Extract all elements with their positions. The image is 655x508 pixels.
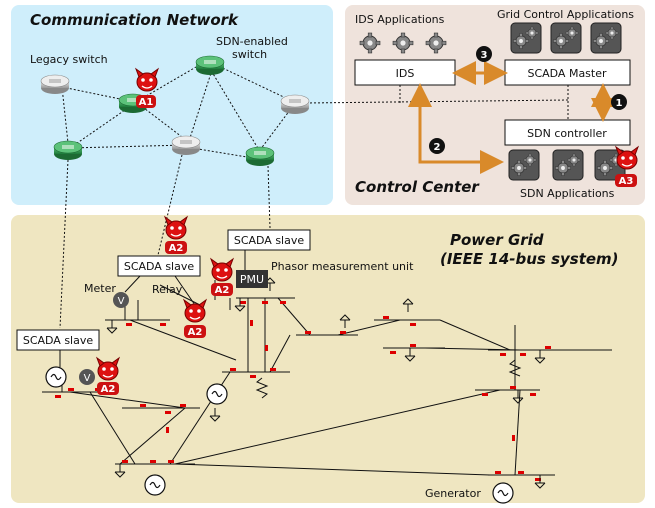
step-1-marker: 1 [611, 94, 627, 110]
generator-3-icon [144, 474, 166, 496]
svg-text:2: 2 [434, 142, 441, 153]
grid-app-2-icon [551, 23, 581, 53]
attacker-a3-label: A3 [619, 176, 634, 187]
scada-slave-box-top [227, 229, 311, 251]
legacy-switch-1 [40, 74, 70, 95]
attacker-a2-3-badge [184, 325, 206, 338]
sdn-switch-top [195, 55, 225, 76]
sdn-controller-box [504, 119, 631, 146]
ids-apps-label: IDS Applications [355, 13, 445, 26]
meter-label: Meter [84, 282, 116, 295]
sdn-apps-label: SDN Applications [520, 187, 615, 200]
generator-label: Generator [425, 487, 481, 500]
generator-2-icon [206, 383, 228, 405]
comm-network-title: Communication Network [30, 11, 239, 29]
step-3-marker: 3 [476, 46, 492, 62]
scada-slave-middle-label: SCADA slave [124, 260, 195, 273]
scada-slave-left-label: SCADA slave [23, 334, 94, 347]
power-grid-subtitle: (IEEE 14-bus system) [440, 250, 619, 268]
attacker-a1-label: A1 [139, 97, 154, 108]
sdn-switch-label-2: switch [232, 48, 267, 61]
scada-slave-box-left [16, 329, 100, 351]
step-2-marker: 2 [429, 138, 445, 154]
ids-box [354, 59, 456, 86]
transformer-1-icon [255, 377, 269, 399]
sdn-controller-label: SDN controller [527, 127, 607, 140]
svg-text:3: 3 [481, 50, 488, 61]
legacy-switch-center [171, 135, 201, 156]
scada-wires [59, 250, 246, 367]
attacker-a1-badge [136, 95, 156, 108]
attacker-a2-1-label: A2 [169, 243, 184, 254]
attacker-a2-2-badge [211, 283, 233, 296]
power-grid-title: Power Grid [450, 231, 544, 249]
attacker-a3-badge [615, 174, 637, 187]
legacy-switch-right [280, 94, 310, 115]
ids-box-label: IDS [396, 67, 415, 80]
scada-slave-top-label: SCADA slave [234, 234, 305, 247]
grid-apps-label: Grid Control Applications [497, 8, 634, 21]
legacy-switch-label: Legacy switch [30, 53, 108, 66]
generator-1-icon [45, 366, 67, 388]
generator-4-icon [492, 482, 514, 504]
pmu-caption: Phasor measurement unit [271, 260, 414, 273]
transformer-2-icon [508, 359, 522, 377]
attacker-a2-1-badge [165, 241, 187, 254]
pmu-label: PMU [240, 273, 264, 286]
relay-label: Relay [152, 283, 183, 296]
grid-app-3-icon [591, 23, 621, 53]
meter-v-2-icon: V [79, 369, 95, 385]
sdn-app-2-icon [553, 150, 583, 180]
sdn-app-1-icon [509, 150, 539, 180]
attacker-a2-4-badge [97, 382, 119, 395]
attacker-a2-4-label: A2 [101, 384, 116, 395]
svg-text:V: V [118, 296, 125, 307]
power-grid-panel [11, 215, 645, 503]
scada-master-label: SCADA Master [527, 67, 607, 80]
network-links [59, 62, 569, 329]
breaker-marks [55, 301, 551, 481]
sdn-switch-label-1: SDN-enabled [216, 35, 288, 48]
svg-text:V: V [84, 373, 91, 384]
sdn-switch-left [53, 140, 83, 161]
control-center-title: Control Center [355, 178, 480, 196]
pmu-box [236, 270, 268, 288]
sdn-switch-bottom [245, 146, 275, 167]
scada-slave-box-middle [117, 255, 201, 277]
svg-text:1: 1 [616, 98, 623, 109]
grid-app-1-icon [511, 23, 541, 53]
attacker-a2-3-label: A2 [188, 327, 203, 338]
attacker-a2-2-label: A2 [215, 285, 230, 296]
control-arrows [408, 61, 615, 174]
meter-v-1-icon: V [113, 292, 129, 308]
